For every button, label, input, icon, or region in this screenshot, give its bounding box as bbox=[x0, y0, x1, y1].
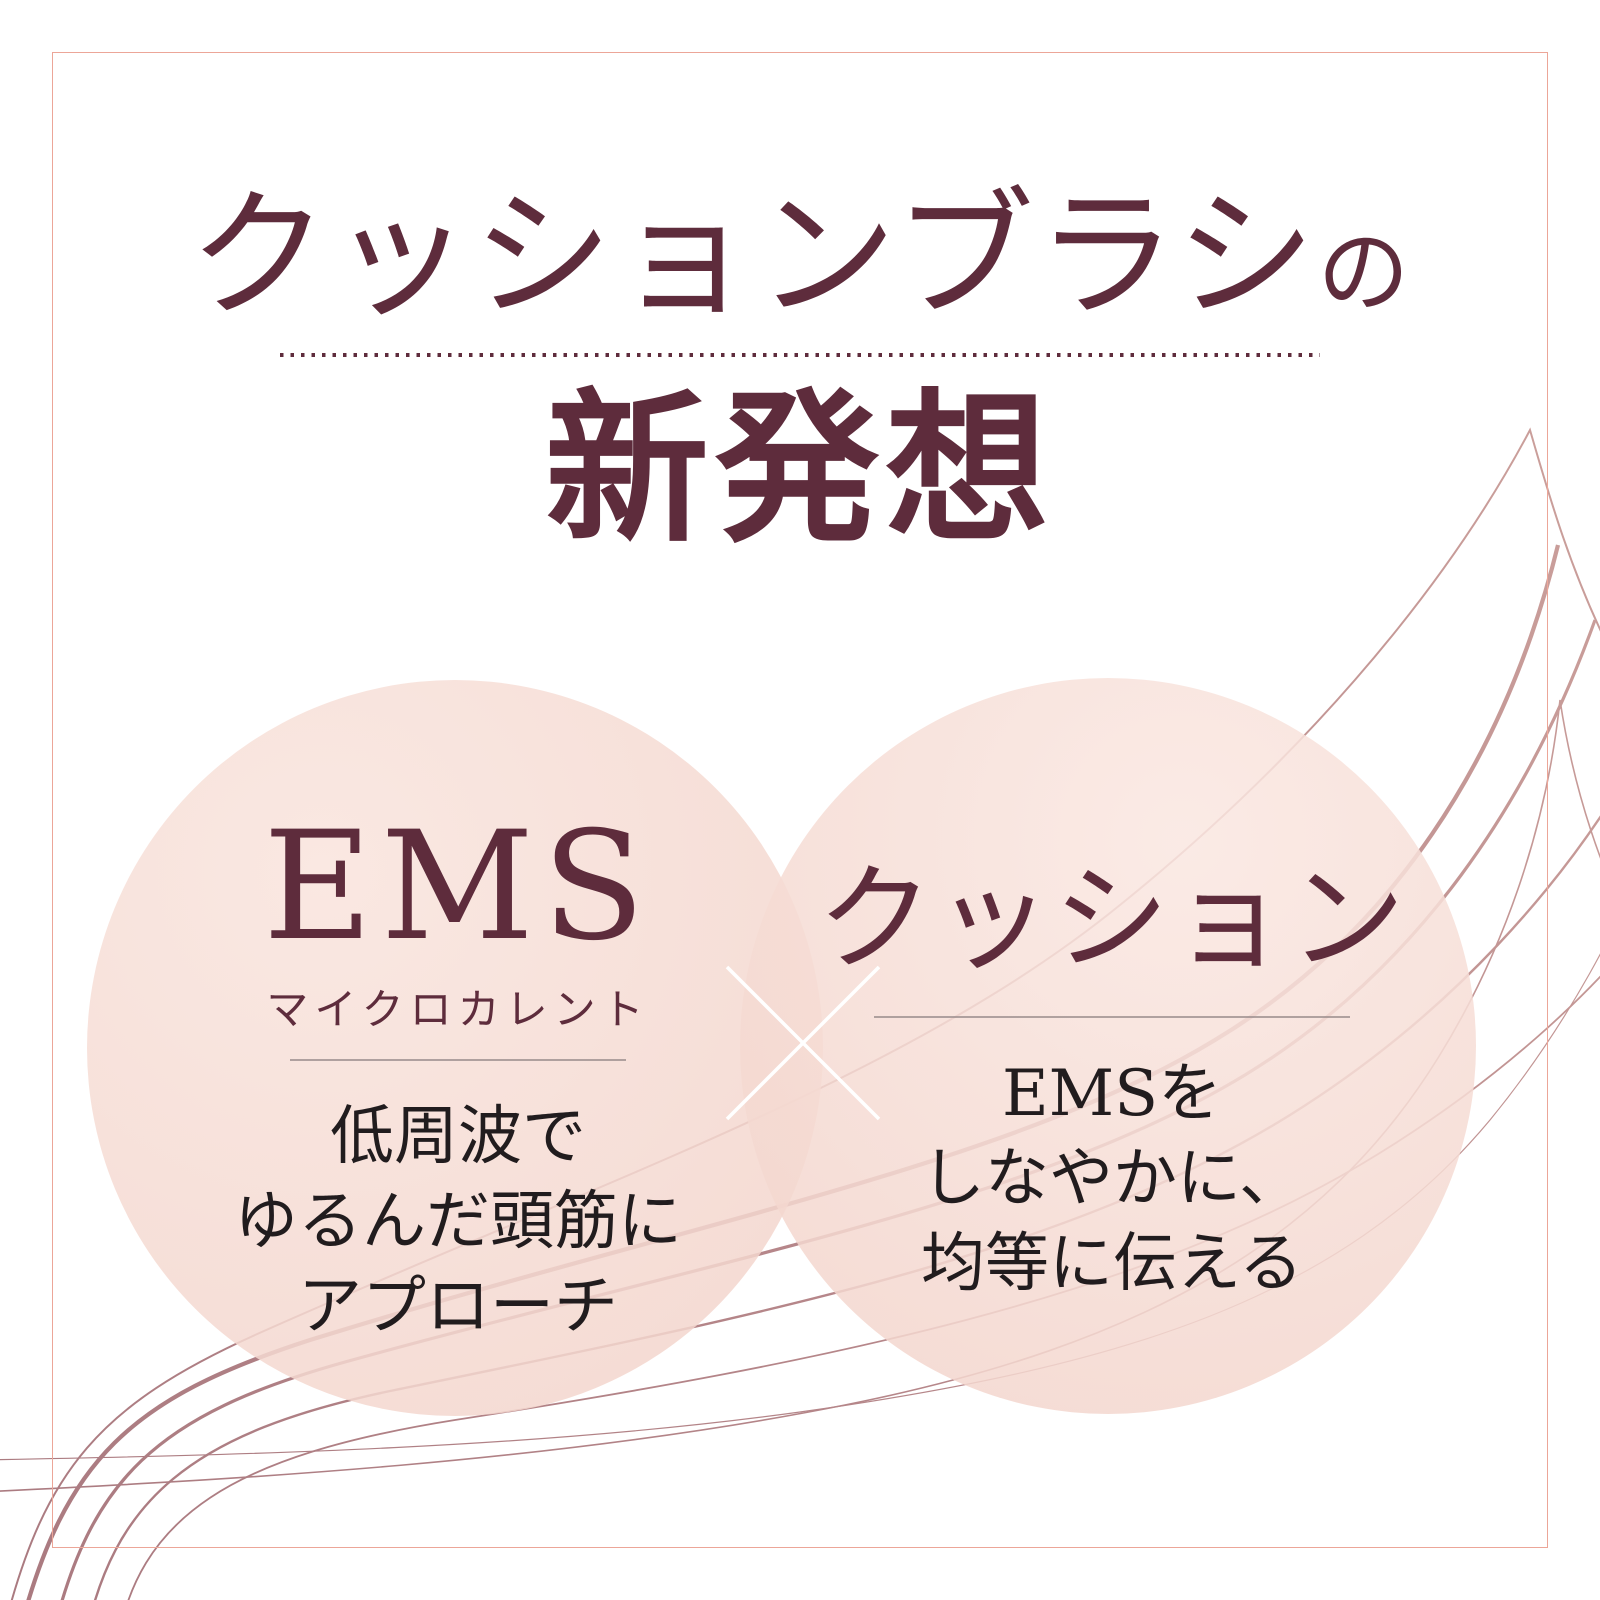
ems-subheading: マイクロカレント bbox=[266, 985, 650, 1034]
multiply-icon bbox=[725, 965, 881, 1121]
ems-description: 低周波で ゆるんだ頭筋に アプローチ bbox=[98, 1095, 818, 1350]
dotted-divider bbox=[280, 353, 1320, 357]
header: クッションブラシの 新発想 bbox=[0, 176, 1600, 551]
cushion-divider bbox=[874, 1016, 1350, 1018]
ems-heading: EMS bbox=[263, 800, 653, 974]
ems-divider bbox=[290, 1059, 626, 1061]
ems-description-line: ゆるんだ頭筋に bbox=[234, 1185, 682, 1259]
cushion-heading: クッション bbox=[817, 852, 1407, 987]
page-title: クッションブラシの bbox=[0, 176, 1600, 337]
cushion-description: EMSを しなやかに、 均等に伝える bbox=[752, 1052, 1472, 1307]
page-subtitle: 新発想 bbox=[544, 372, 1055, 565]
cushion-circle bbox=[740, 678, 1476, 1414]
title-main: クッションブラシ bbox=[188, 175, 1318, 338]
cushion-description-line: 均等に伝える bbox=[920, 1227, 1304, 1301]
cushion-description-line: しなやかに、 bbox=[920, 1142, 1304, 1216]
cushion-description-line: EMSを bbox=[1001, 1057, 1223, 1131]
ems-circle bbox=[87, 680, 823, 1416]
ems-description-line: アプローチ bbox=[298, 1270, 618, 1344]
ems-column: EMS マイクロカレント 低周波で ゆるんだ頭筋に アプローチ bbox=[98, 812, 818, 1350]
cushion-column: クッション EMSを しなやかに、 均等に伝える bbox=[752, 862, 1472, 1307]
title-particle: の bbox=[1317, 219, 1412, 326]
ems-description-line: 低周波で bbox=[330, 1100, 586, 1174]
